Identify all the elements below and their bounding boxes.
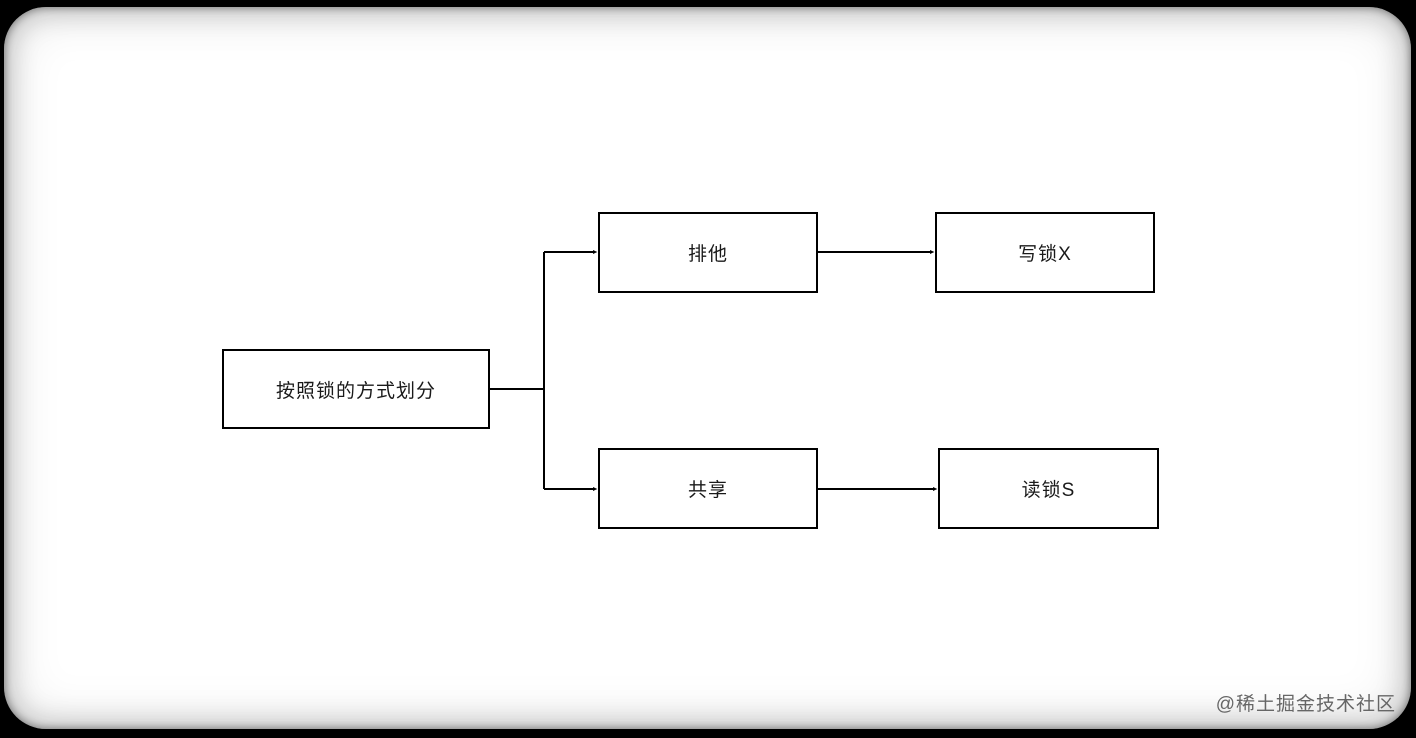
node-exclusive-label: 排他 <box>687 244 728 265</box>
node-shared-label: 共享 <box>687 480 728 501</box>
node-exclusive: 排他 <box>598 212 818 293</box>
node-read-lock-label: 读锁S <box>1021 480 1076 501</box>
node-shared: 共享 <box>598 448 818 529</box>
node-write-lock-label: 写锁X <box>1018 244 1072 265</box>
node-root-label: 按照锁的方式划分 <box>275 380 436 402</box>
node-read-lock: 读锁S <box>938 448 1159 529</box>
node-write-lock: 写锁X <box>935 212 1155 293</box>
watermark: @稀土掘金技术社区 <box>1215 694 1396 715</box>
node-root: 按照锁的方式划分 <box>222 349 490 429</box>
